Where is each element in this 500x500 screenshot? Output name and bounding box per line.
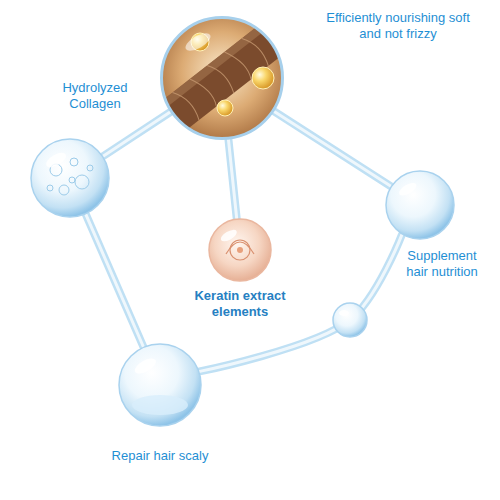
tube-outer [86,215,143,347]
fizz-dot [75,175,89,189]
nutrient-droplet [217,100,233,116]
connector-tube [103,112,170,156]
center-label: Keratin extract elements [180,288,300,320]
bubble-label: Efficiently nourishing soft and not friz… [318,10,478,42]
tube-shine [228,140,236,219]
tube-shine [103,112,170,156]
bubble-outline [30,138,110,218]
tube-shine [86,215,143,347]
keratin-bubble [209,219,271,281]
fizz-dot [70,158,78,166]
bubble-node: Repair hair scaly [118,343,202,427]
glass-bubble [386,171,454,239]
tube-outer [228,140,236,219]
bubble-label: Hydrolyzed Collagen [50,80,140,112]
connector-tube [86,215,143,347]
connector-tube [274,111,390,186]
bubble-outline [385,170,455,240]
glass-bubble [31,139,109,217]
tube-outer [103,112,170,156]
bubble-outline [208,218,272,282]
tube-outer [274,111,390,186]
fizz-dot [59,185,69,195]
bubble-node: Efficiently nourishing soft and not friz… [160,16,284,140]
tube-shine [274,111,390,186]
fizz-dot [87,165,93,171]
fizz-dot [47,185,53,191]
bubble-node: Hydrolyzed Collagen [30,138,110,218]
hair-strand [135,5,308,152]
bubble-node: Supplement hair nutrition [385,170,455,240]
small-bubble [333,303,367,337]
bubble-outline [118,343,202,427]
bubble-node: Keratin extract elements [208,218,272,282]
bubble-label: Supplement hair nutrition [400,248,484,280]
glass-bubble [119,344,201,426]
fizz-dot [69,177,75,183]
bubble-highlight [339,310,349,316]
bubble-outline [160,16,284,140]
bubble-label: Repair hair scaly [80,448,240,464]
connector-tube [228,140,236,219]
nutrient-droplet [252,67,274,89]
keratin-swirl [230,240,250,260]
